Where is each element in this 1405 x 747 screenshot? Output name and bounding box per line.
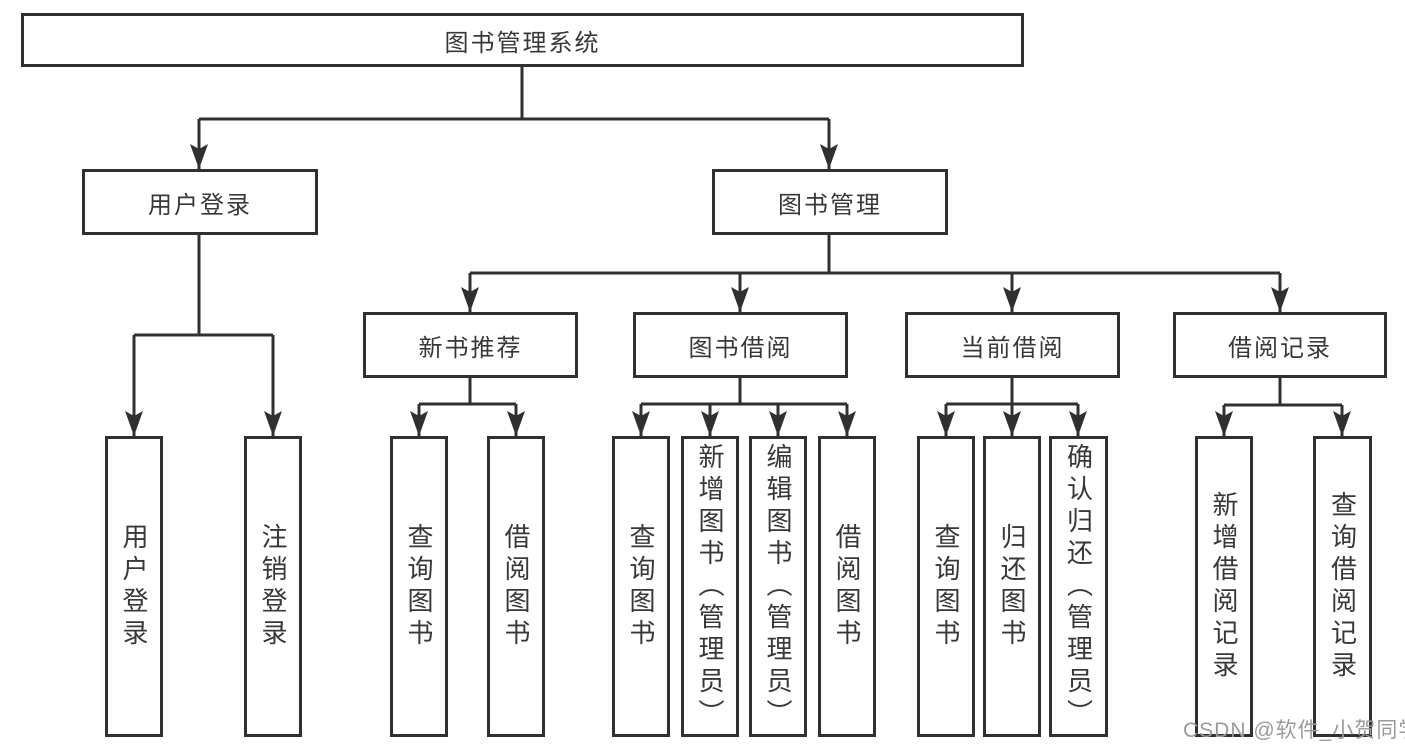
leaf-records-query: 查询借阅记录 [1313,436,1372,737]
leaf-borrow-add: 新增图书（管理员） [681,436,739,737]
node-current-borrow: 当前借阅 [905,312,1120,378]
connector-book-mgmt [461,235,1289,312]
leaf-newbooks-borrow: 借阅图书 [487,436,545,737]
leaf-current-query: 查询图书 [917,436,975,737]
leaf-current-confirm: 确认归还（管理员） [1049,436,1108,737]
connector-book-borrow [632,378,856,436]
leaf-current-return: 归还图书 [983,436,1041,737]
leaf-borrow-borrow: 借阅图书 [818,436,876,737]
node-new-books: 新书推荐 [363,312,578,378]
leaf-newbooks-query: 查询图书 [390,436,448,737]
leaf-records-add: 新增借阅记录 [1195,436,1253,737]
connector-current-borrow [937,378,1087,436]
connector-root [190,67,838,169]
connector-new-books [410,378,525,436]
csdn-watermark: CSDN @软件_小贺同学 [1183,719,1405,742]
node-user-login: 用户登录 [82,169,318,235]
leaf-borrow-edit: 编辑图书（管理员） [749,436,807,737]
node-book-borrow: 图书借阅 [633,312,848,378]
node-book-mgmt: 图书管理 [712,169,948,235]
leaf-login: 用户登录 [105,436,163,737]
node-root: 图书管理系统 [21,13,1024,67]
connector-user-login [125,235,282,436]
leaf-logout: 注销登录 [244,436,302,737]
leaf-borrow-query: 查询图书 [612,436,670,737]
node-borrow-records: 借阅记录 [1173,312,1387,378]
connector-borrow-records [1215,378,1351,436]
